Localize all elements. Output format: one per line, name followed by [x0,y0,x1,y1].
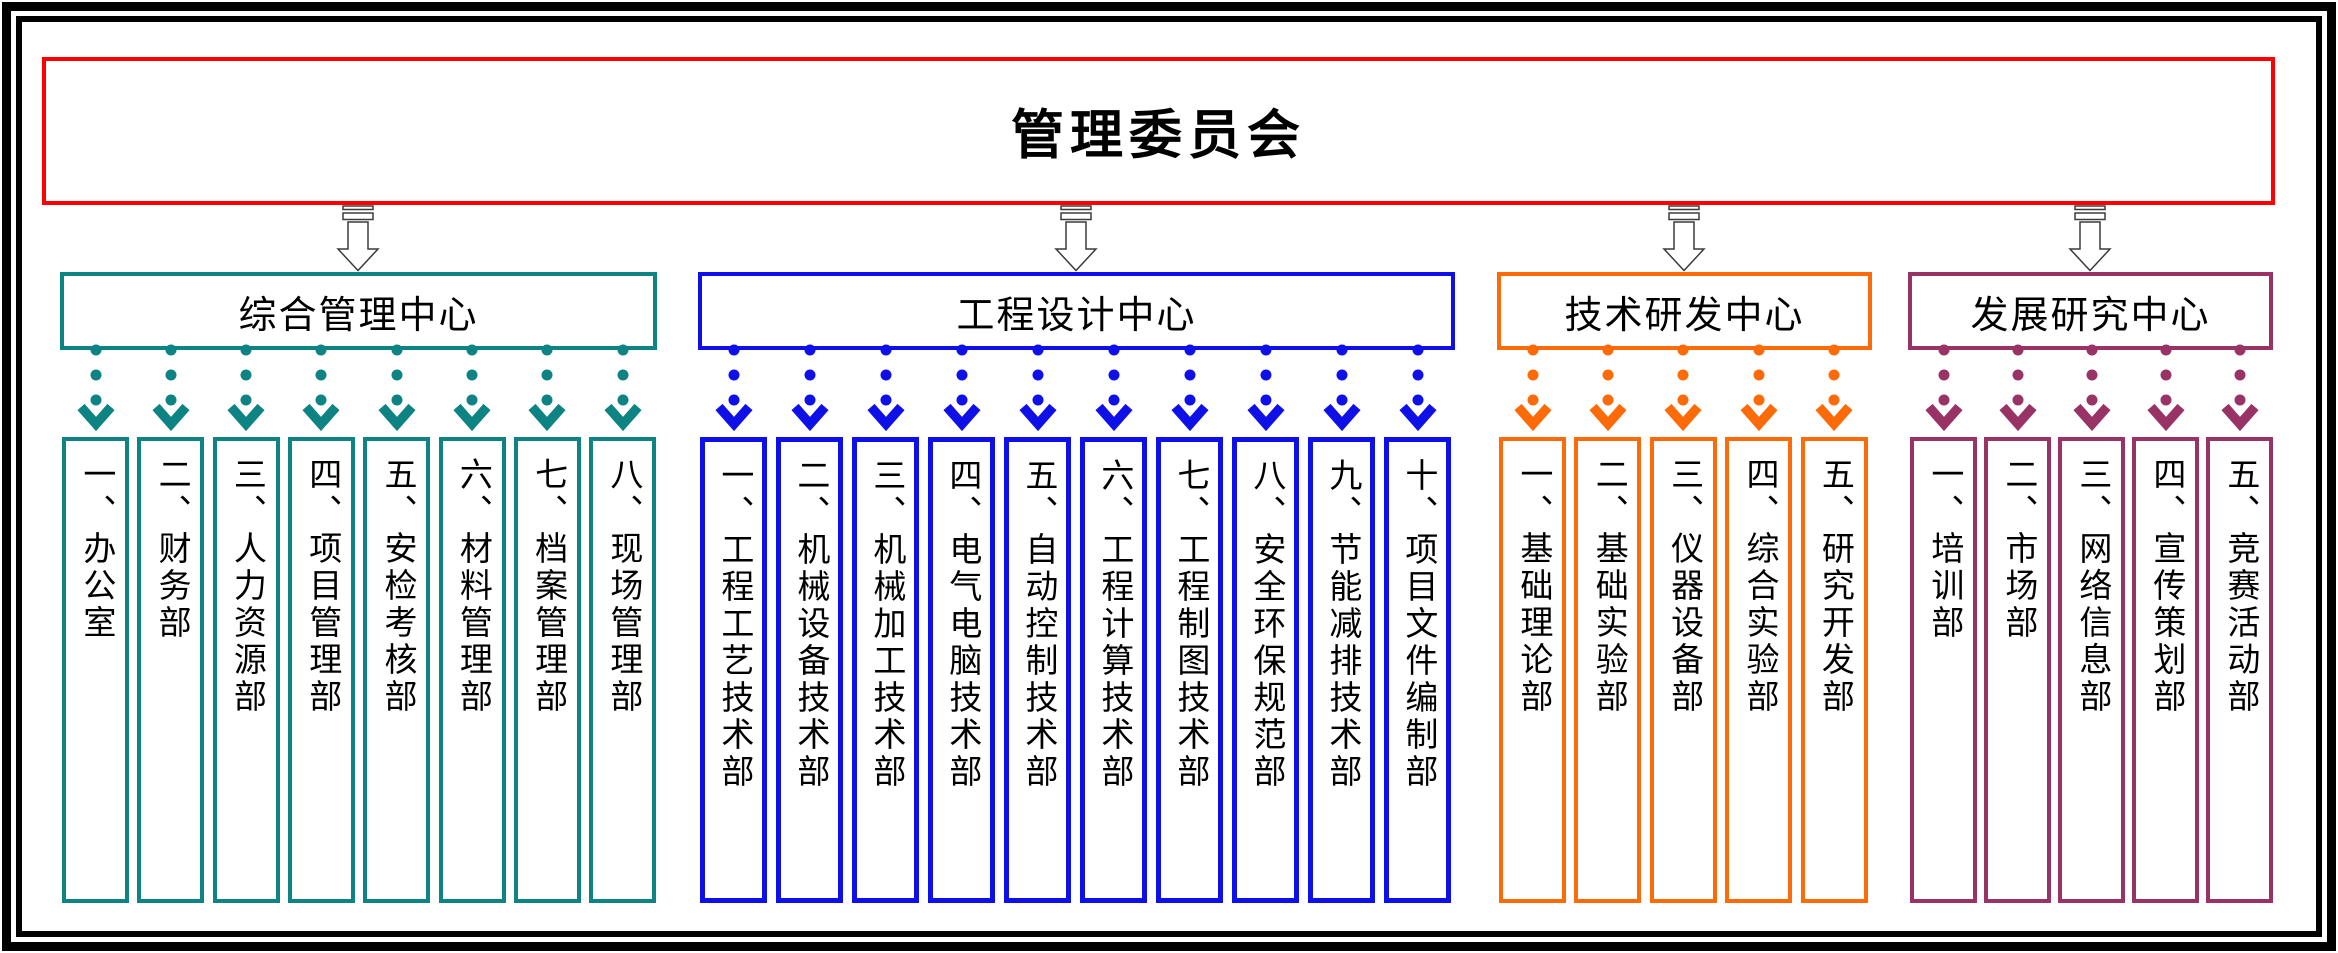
dotted-connector-arrow-icon [453,344,491,432]
department-label: 十、项目文件编制部 [1399,458,1436,791]
department-box: 五、竞赛活动部 [2206,437,2273,903]
department-box: 四、项目管理部 [287,437,355,903]
department-label: 一、办公室 [77,457,114,642]
dotted-connector-arrow-icon [528,344,566,432]
department-box: 四、宣传策划部 [2132,437,2199,903]
department-label: 五、研究开发部 [1816,457,1853,716]
center-header-1: 综合管理中心 [60,272,657,350]
dotted-connector-arrow-icon [1246,344,1285,432]
department-label: 六、工程计算技术部 [1095,458,1132,791]
department-label: 八、现场管理部 [604,457,641,716]
department-box: 八、安全环保规范部 [1232,437,1299,903]
committee-title: 管理委员会 [1011,107,1306,165]
department-label: 二、市场部 [1999,457,2036,642]
center-title: 技术研发中心 [1564,294,1805,337]
department-box: 六、工程计算技术部 [1080,437,1147,903]
department-label: 四、宣传策划部 [2147,457,2184,716]
department-label: 五、自动控制技术部 [1019,458,1056,791]
dotted-connector-arrow-icon [1740,344,1778,432]
dotted-connector-arrow-icon [1998,344,2037,432]
department-label: 二、基础实验部 [1590,457,1627,716]
department-box: 二、基础实验部 [1574,437,1642,903]
dotted-connector-arrow-icon [1924,344,1963,432]
center-header-3: 技术研发中心 [1497,272,1872,350]
dotted-connector-arrow-icon [2146,344,2185,432]
department-label: 八、安全环保规范部 [1247,458,1284,791]
dotted-connector-arrow-icon [1322,344,1361,432]
department-box: 二、机械设备技术部 [776,437,843,903]
department-box: 十、项目文件编制部 [1384,437,1451,903]
department-box: 一、办公室 [62,437,129,903]
department-box: 二、财务部 [137,437,205,903]
department-label: 六、材料管理部 [454,457,491,716]
dotted-connector-arrow-icon [942,344,981,432]
center-header-2: 工程设计中心 [698,272,1455,350]
department-box: 三、仪器设备部 [1649,437,1717,903]
department-box: 二、市场部 [1984,437,2051,903]
center-header-4: 发展研究中心 [1908,272,2273,350]
department-box: 一、培训部 [1910,437,1977,903]
department-label: 四、综合实验部 [1741,457,1777,716]
dotted-connector-arrow-icon [714,344,753,432]
department-box: 一、工程工艺技术部 [700,437,767,903]
dotted-connector-arrow-icon [1815,344,1853,432]
dotted-connector-arrow-icon [1664,344,1702,432]
department-label: 二、机械设备技术部 [791,458,828,791]
dotted-connector-arrow-icon [1170,344,1209,432]
center-title: 综合管理中心 [238,294,479,337]
department-label: 二、财务部 [153,457,190,642]
department-box: 七、档案管理部 [513,437,581,903]
department-box: 五、研究开发部 [1800,437,1868,903]
dotted-connector-arrow-icon [152,344,190,432]
center-title: 发展研究中心 [1970,294,2211,337]
department-label: 三、人力资源部 [228,457,265,716]
department-label: 一、工程工艺技术部 [715,458,752,791]
department-label: 七、工程制图技术部 [1171,458,1208,791]
dotted-connector-arrow-icon [1398,344,1437,432]
dotted-connector-arrow-icon [2072,344,2111,432]
department-box: 九、节能减排技术部 [1308,437,1375,903]
dotted-connector-arrow-icon [302,344,340,432]
department-box: 三、网络信息部 [2058,437,2125,903]
flow-arrow-icon [336,205,380,272]
department-box: 五、自动控制技术部 [1004,437,1071,903]
dotted-connector-arrow-icon [1094,344,1133,432]
department-label: 四、电气电脑技术部 [943,458,980,791]
flow-arrow-icon [1054,205,1098,272]
flow-arrow-icon [1662,205,1706,272]
dotted-connector-arrow-icon [76,344,115,432]
dotted-connector-arrow-icon [227,344,265,432]
dotted-connector-arrow-icon [604,344,642,432]
department-box: 四、电气电脑技术部 [928,437,995,903]
dotted-connector-arrow-icon [790,344,829,432]
center-title: 工程设计中心 [956,294,1197,337]
committee-box: 管理委员会 [42,57,2275,205]
department-label: 五、竞赛活动部 [2221,457,2258,716]
department-box: 五、安检考核部 [363,437,431,903]
department-box: 六、材料管理部 [438,437,506,903]
department-label: 三、仪器设备部 [1665,457,1702,716]
department-label: 一、基础理论部 [1514,457,1551,716]
dotted-connector-arrow-icon [866,344,905,432]
department-box: 一、基础理论部 [1499,437,1566,903]
department-label: 七、档案管理部 [529,457,566,716]
dotted-connector-arrow-icon [1513,344,1552,432]
dotted-connector-arrow-icon [1018,344,1057,432]
department-box: 七、工程制图技术部 [1156,437,1223,903]
department-label: 一、培训部 [1925,457,1962,642]
flow-arrow-icon [2068,205,2112,272]
department-label: 三、机械加工技术部 [867,458,904,791]
department-label: 五、安检考核部 [379,457,415,716]
dotted-connector-arrow-icon [378,344,416,432]
department-label: 九、节能减排技术部 [1323,458,1360,791]
department-box: 三、机械加工技术部 [852,437,919,903]
department-box: 八、现场管理部 [589,437,657,903]
department-label: 三、网络信息部 [2073,457,2110,716]
dotted-connector-arrow-icon [1589,344,1627,432]
department-box: 四、综合实验部 [1725,437,1793,903]
department-box: 三、人力资源部 [212,437,280,903]
department-label: 四、项目管理部 [303,457,340,716]
dotted-connector-arrow-icon [2220,344,2259,432]
